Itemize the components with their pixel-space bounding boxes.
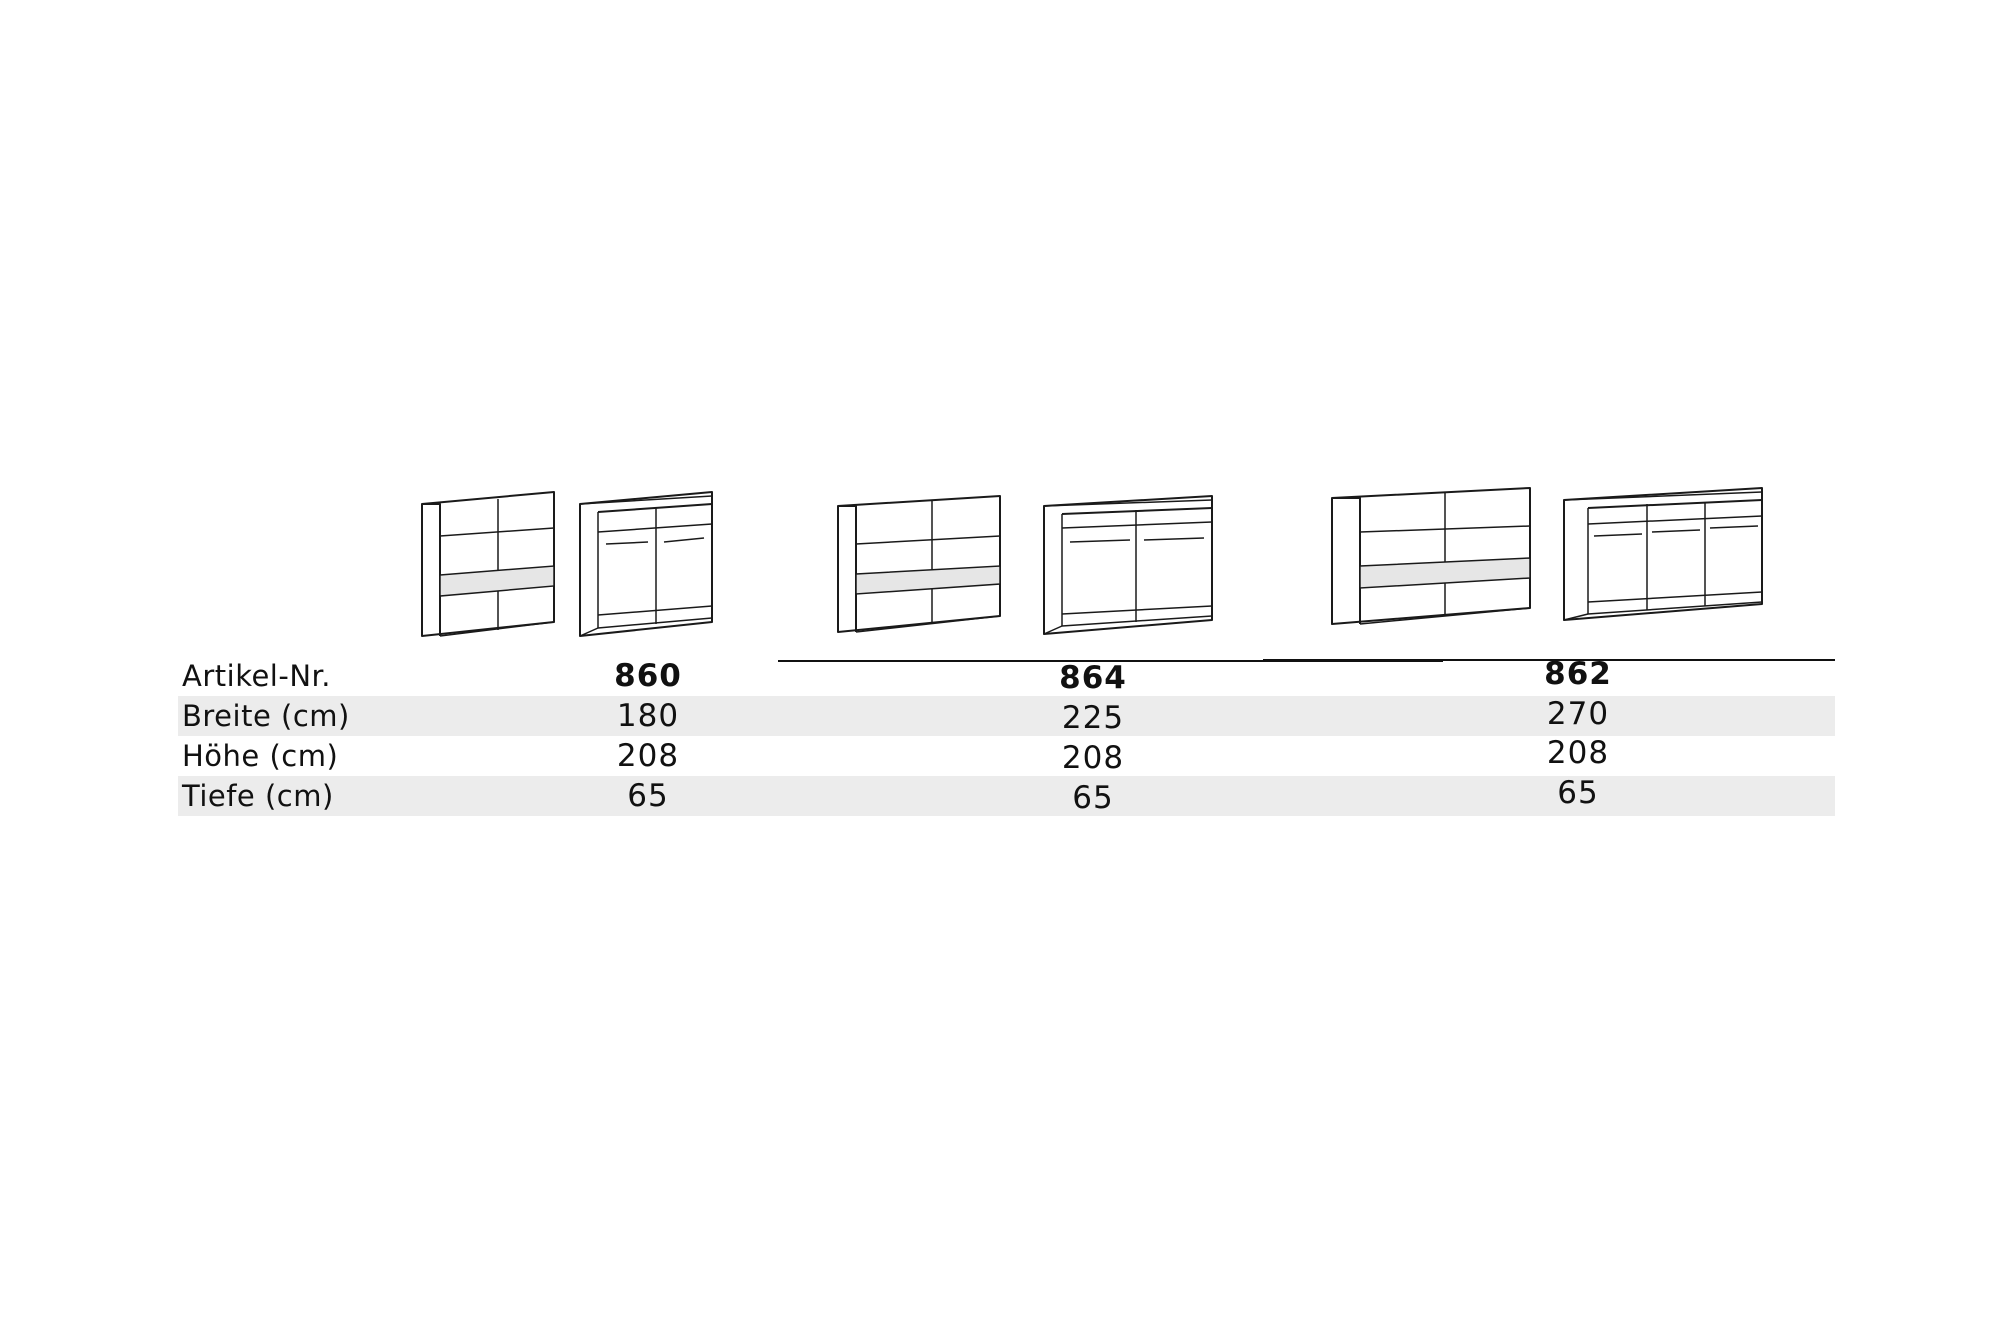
article-862: 862 xyxy=(1544,656,1612,692)
spec-table: Artikel-Nr. 860 864 862 Breite (cm) 180 … xyxy=(178,656,1835,816)
wardrobe-860-closed-drawing xyxy=(420,490,560,640)
wardrobe-860-open-drawing xyxy=(578,490,718,640)
row-height: Höhe (cm) 208 208 208 xyxy=(178,735,1835,776)
row-width: Breite (cm) 180 225 270 xyxy=(178,696,1835,736)
row-depth: Tiefe (cm) 65 65 65 xyxy=(178,775,1835,816)
label-depth: Tiefe (cm) xyxy=(182,779,334,813)
depth-864: 65 xyxy=(1072,780,1114,816)
depth-862: 65 xyxy=(1557,775,1599,811)
label-width: Breite (cm) xyxy=(182,699,350,733)
table-top-rule-col3 xyxy=(1263,659,1835,661)
label-height: Höhe (cm) xyxy=(182,739,339,773)
depth-860: 65 xyxy=(627,778,669,814)
width-860: 180 xyxy=(616,698,680,734)
article-864: 864 xyxy=(1059,660,1127,696)
table-top-rule-col2 xyxy=(778,660,1443,662)
height-860: 208 xyxy=(616,738,680,774)
row-article-number: Artikel-Nr. 860 864 862 xyxy=(178,656,1835,696)
wardrobe-862-open-drawing xyxy=(1562,486,1767,631)
wardrobe-862-closed-drawing xyxy=(1330,486,1535,631)
width-864: 225 xyxy=(1061,700,1125,736)
wardrobe-864-closed-drawing xyxy=(836,494,1006,639)
label-article-number: Artikel-Nr. xyxy=(182,659,331,693)
height-864: 208 xyxy=(1061,740,1125,776)
article-860: 860 xyxy=(614,658,682,694)
width-862: 270 xyxy=(1546,696,1610,732)
wardrobe-864-open-drawing xyxy=(1042,494,1217,639)
height-862: 208 xyxy=(1546,735,1610,771)
